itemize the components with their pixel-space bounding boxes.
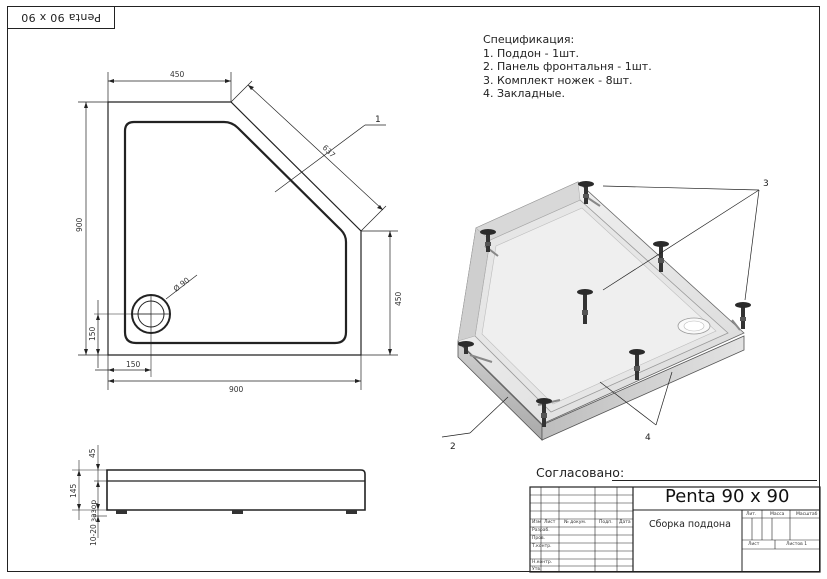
- callout-4-leader: [599, 381, 657, 426]
- callout-2-leader: [469, 396, 509, 434]
- tb-col-data: Дата: [619, 520, 631, 525]
- dim-top-450: 450: [170, 70, 185, 79]
- iso-leg: [458, 341, 474, 354]
- tb-row-tkontr: Т.контр.: [532, 544, 552, 549]
- side-body: [106, 469, 366, 511]
- agreed-signature-line: [612, 480, 817, 481]
- tb-lit: Лит.: [746, 512, 757, 517]
- side-foot: [232, 510, 243, 514]
- tb-col-podp: Подп.: [599, 520, 613, 525]
- tb-col-izm: Изм: [532, 520, 542, 525]
- spec-item: 1. Поддон - 1шт.: [483, 46, 580, 60]
- callout-3-label: 3: [763, 179, 769, 189]
- iso-leg: [653, 241, 669, 272]
- tb-list: Лист: [748, 542, 760, 547]
- tb-col-list: Лист: [544, 520, 556, 525]
- plan-view: [78, 72, 398, 390]
- iso-leg: [536, 398, 552, 427]
- tb-row-prov: Пров.: [532, 536, 546, 541]
- tb-row-utv: Утв.: [532, 567, 542, 572]
- tb-row-nkontr: Н.контр.: [532, 560, 553, 565]
- dim-left-150: 150: [88, 326, 97, 341]
- iso-leg: [480, 229, 496, 252]
- drawing-frame: [7, 6, 820, 572]
- callout-2-label: 2: [450, 442, 456, 452]
- dim-side-gap: 10-20 зазор: [89, 500, 98, 546]
- dim-bottom-900: 900: [229, 385, 244, 394]
- tb-listov: Листов 1: [786, 542, 808, 547]
- iso-leg: [629, 349, 645, 380]
- callout-1-label: 1: [375, 115, 381, 125]
- callout-4-label: 4: [645, 433, 651, 443]
- spec-item: 3. Комплект ножек - 8шт.: [483, 73, 633, 87]
- dim-side-145: 145: [69, 483, 78, 498]
- dim-right-450: 450: [394, 291, 403, 306]
- callout-3-leader: [602, 185, 760, 191]
- iso-leg: [578, 181, 594, 204]
- tb-row-razrab: Разраб.: [532, 528, 550, 533]
- side-view: [72, 445, 366, 538]
- dim-left-900: 900: [75, 217, 84, 232]
- iso-view: 3 2 4: [441, 179, 769, 452]
- spec-item: 4. Закладные.: [483, 87, 565, 100]
- dim-side-45: 45: [88, 448, 97, 458]
- title-block-grid: [529, 486, 821, 573]
- callout-1-leader: [274, 124, 366, 193]
- agreed-label: Согласовано:: [536, 465, 625, 480]
- plan-inner-bowl: [123, 120, 348, 345]
- iso-right-face: [541, 335, 745, 441]
- dim-drain-diameter: Ø 90: [172, 275, 192, 293]
- spec-title: Спецификация:: [483, 33, 575, 46]
- iso-leg: [577, 289, 593, 324]
- dim-diagonal-637: 637: [321, 143, 338, 160]
- titleblock-subtitle: Сборка поддона: [649, 519, 731, 530]
- side-dimension-labels: 45 145 10-20 зазор: [69, 448, 98, 546]
- dim-bottom-150: 150: [126, 360, 141, 369]
- drain-dia-leader: [165, 274, 198, 300]
- tb-masshtab: Масштаб: [796, 512, 818, 517]
- plan-outline: [107, 101, 362, 356]
- specification: Спецификация: 1. Поддон - 1шт. 2. Панель…: [483, 33, 652, 101]
- tb-col-ndoc: № докум.: [564, 520, 587, 525]
- tb-massa: Масса: [770, 512, 785, 517]
- titleblock-title: Penta 90 x 90: [665, 486, 790, 507]
- spec-item: 2. Панель фронтальня - 1шт.: [483, 60, 652, 73]
- side-foot: [116, 510, 127, 514]
- iso-leg: [735, 302, 751, 329]
- side-foot: [346, 510, 357, 514]
- corner-stamp: Penta 90 x 90: [7, 6, 115, 29]
